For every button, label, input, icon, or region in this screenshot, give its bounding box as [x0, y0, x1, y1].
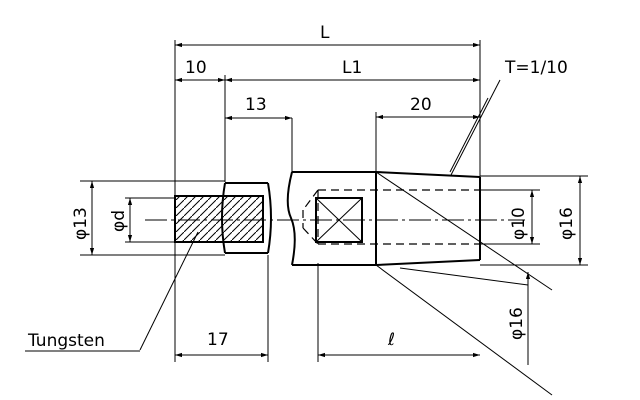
label-10: 10: [185, 58, 207, 78]
taper-leader: [450, 79, 501, 176]
label-ell: ℓ: [387, 330, 395, 350]
phi16-leader-upper: [375, 171, 553, 291]
label-phi16-right: φ16: [557, 207, 577, 240]
label-phi13: φ13: [71, 207, 91, 240]
label-phi16-bottom: φ16: [507, 307, 527, 340]
leader-lines: [25, 79, 553, 396]
label-20: 20: [410, 95, 432, 115]
extension-lines: [80, 40, 588, 362]
label-13: 13: [245, 95, 267, 115]
hidden-lines: [302, 189, 480, 245]
tungsten-leader: [139, 231, 199, 351]
phi16-leader-lower: [375, 264, 553, 396]
label-taper: T=1/10: [504, 58, 568, 78]
dimension-lines: [89, 42, 583, 365]
label-phi10: φ10: [509, 207, 529, 240]
label-17: 17: [207, 330, 229, 350]
label-L: L: [320, 23, 330, 43]
label-phid: φd: [109, 210, 129, 232]
tungsten-insert: [174, 195, 264, 243]
label-tungsten: Tungsten: [27, 331, 105, 351]
label-L1: L1: [342, 58, 362, 78]
taper-leader-extra: [449, 97, 489, 173]
